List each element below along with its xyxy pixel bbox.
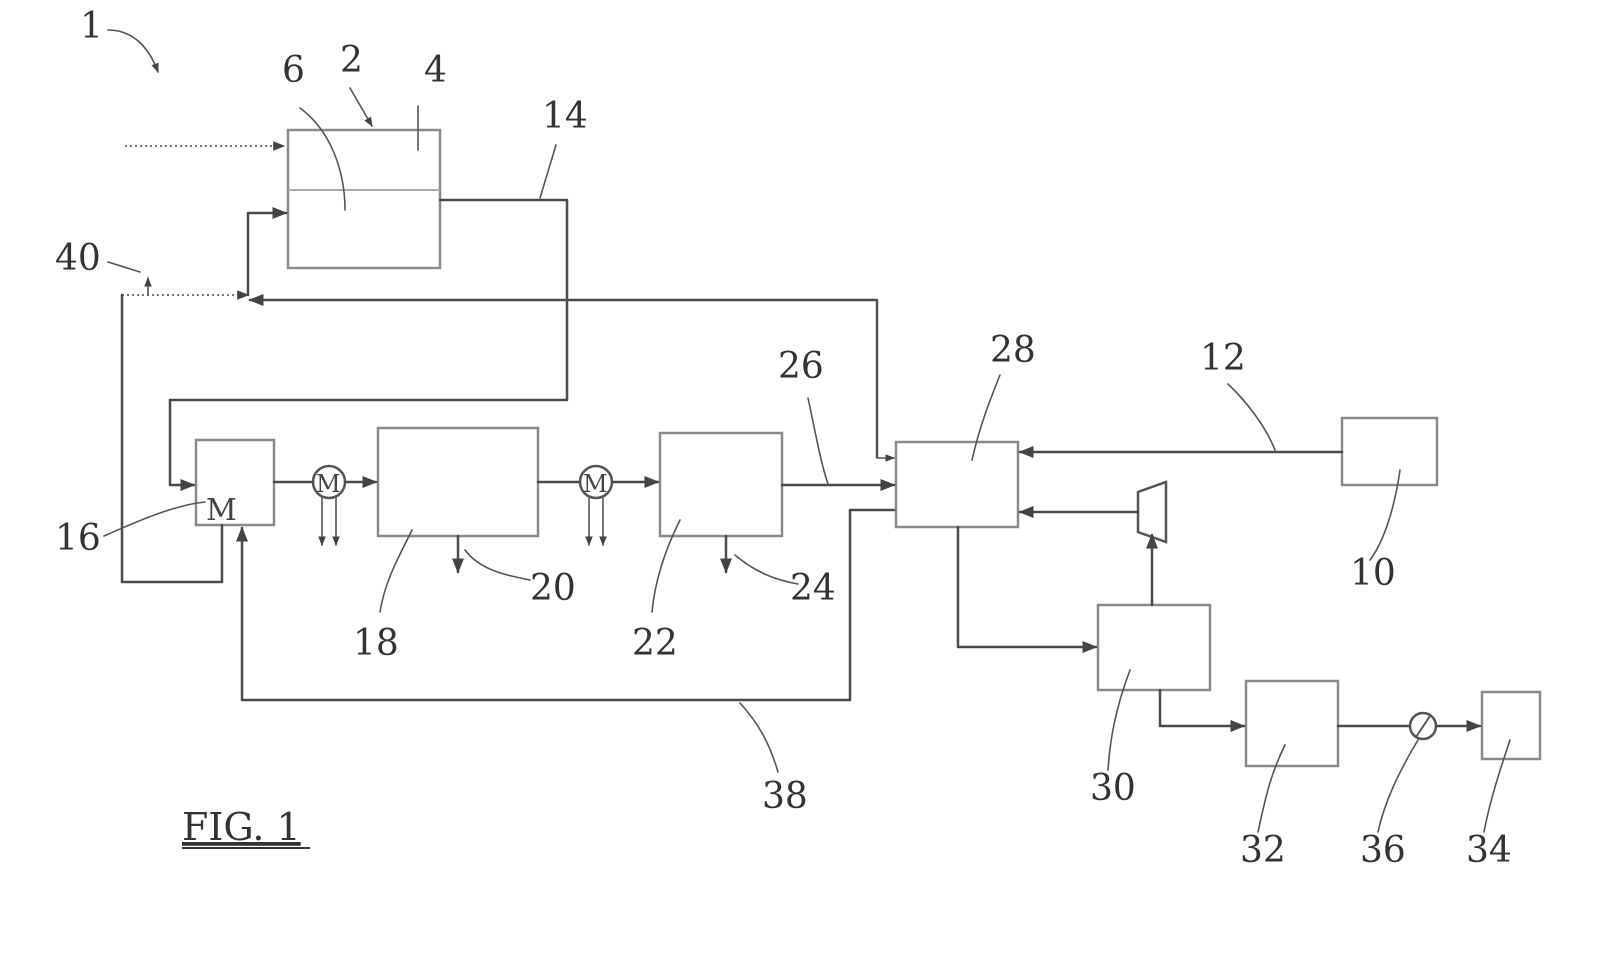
source-10 [1342, 418, 1437, 485]
ref-32: 32 [1240, 830, 1286, 871]
leader-24 [735, 555, 798, 584]
ref-20: 20 [530, 568, 576, 609]
ref-2: 2 [340, 40, 363, 81]
leader-14 [540, 145, 556, 198]
unit-30 [1098, 605, 1210, 690]
mixer-bypass-loop [122, 295, 222, 582]
ref-1: 1 [80, 6, 103, 47]
ref-30: 30 [1090, 768, 1136, 809]
ref-26: 26 [778, 346, 824, 387]
ref-10: 10 [1350, 553, 1396, 594]
unit-22 [660, 433, 782, 536]
leader-38 [740, 703, 778, 772]
30-to-32 [1160, 690, 1244, 726]
figure-caption: FIG. 1 [182, 805, 301, 849]
28-to-30 [958, 527, 1096, 647]
leader-20 [465, 550, 530, 580]
ref-24: 24 [790, 568, 836, 609]
leader-18 [380, 530, 412, 612]
ref-16: 16 [55, 518, 101, 559]
ref-12: 12 [1200, 338, 1246, 379]
compressor-symbol [1138, 482, 1166, 542]
ref-34: 34 [1466, 830, 1512, 871]
pump-2-mark: M [583, 470, 608, 498]
unit-34 [1482, 692, 1540, 759]
ref-14: 14 [542, 96, 588, 137]
tank-2 [288, 130, 440, 268]
leader-16 [104, 502, 205, 536]
leader-36 [1378, 740, 1418, 832]
unit-28 [896, 442, 1018, 527]
leader-40 [108, 262, 140, 272]
ref-1-arrow [108, 30, 158, 72]
pump-1-mark: M [316, 470, 341, 498]
ref-4: 4 [424, 50, 447, 91]
ref-40: 40 [55, 238, 101, 279]
recycle-down-to-28 [877, 300, 894, 458]
mixer-m-symbol: M [206, 493, 237, 528]
tank-return-line [248, 213, 286, 295]
ref-6: 6 [282, 50, 305, 91]
leader-26 [808, 398, 828, 484]
ref-28: 28 [990, 330, 1036, 371]
ref-36: 36 [1360, 830, 1406, 871]
unit-18 [378, 428, 538, 536]
ref-22: 22 [632, 623, 678, 664]
leader-2 [350, 88, 372, 126]
ref-38: 38 [762, 776, 808, 817]
leader-12 [1228, 384, 1275, 450]
unit-32 [1246, 681, 1338, 766]
ref-18: 18 [353, 623, 399, 664]
